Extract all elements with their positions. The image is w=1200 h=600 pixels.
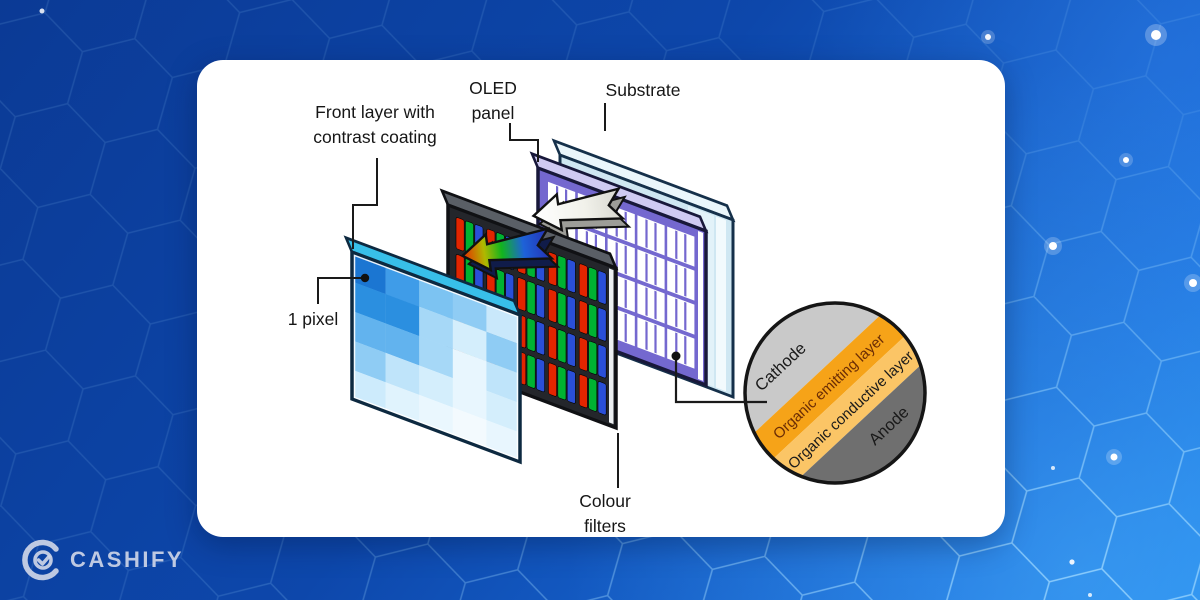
oled-structure-diagram: Cathode Organic emitting layer Organic c… [317, 103, 927, 488]
label-one-pixel: 1 pixel [287, 309, 339, 329]
glow-dots [39, 8, 1200, 597]
emitting-band [745, 303, 920, 473]
one-pixel-dot [360, 273, 370, 283]
conductive-band [758, 322, 925, 483]
cathode-band [745, 303, 898, 450]
cashify-logo-icon [22, 539, 59, 581]
light-direction-arrow-rainbow [460, 226, 561, 280]
cashify-logo-text: CASHIFY [70, 547, 185, 572]
cashify-logo: CASHIFY [20, 538, 184, 582]
label-front-layer: Front layer with contrast coating [313, 102, 437, 147]
leader-lines [317, 103, 619, 488]
label-colour-filters: Colour filters [579, 491, 631, 536]
anode-band [780, 345, 925, 483]
front-layer-panel [343, 235, 523, 465]
label-substrate: Substrate [605, 80, 681, 100]
oled-stack-inset: Cathode Organic emitting layer Organic c… [743, 301, 927, 485]
infographic-card: Cathode Organic emitting layer Organic c… [197, 60, 1005, 537]
label-oled-panel: OLED panel [469, 78, 517, 123]
inset-leader [671, 351, 767, 404]
light-direction-arrow-white [531, 186, 632, 240]
